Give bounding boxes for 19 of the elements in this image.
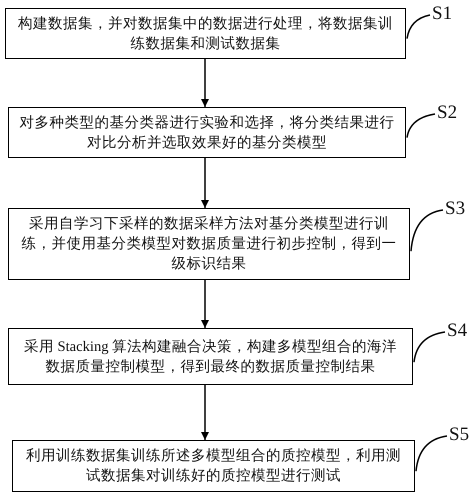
- step-label: S4: [447, 320, 468, 342]
- leader-line: [406, 14, 430, 39]
- arrow: [201, 59, 209, 107]
- leader-line: [413, 331, 446, 362]
- arrow: [201, 158, 209, 208]
- arrow: [201, 385, 209, 440]
- leader-line: [410, 209, 444, 252]
- step-label: S1: [432, 3, 452, 25]
- step-box: 采用自学习下采样的数据采样方法对基分类模型进行训练，并使用基分类模型对数据质量进行初步控制，得到一级标识结果: [8, 208, 410, 280]
- leader-line: [406, 113, 436, 138]
- step-box: 对多种类型的基分类器进行实验和选择，将分类结果进行对比分析并选取效果好的基分类模型: [8, 107, 406, 158]
- leader-line: [415, 435, 448, 472]
- step-label: S3: [445, 198, 466, 220]
- step-box: 构建数据集，并对数据集中的数据进行处理，将数据集训练数据集和测试数据集: [5, 8, 406, 59]
- step-label: S2: [437, 102, 458, 124]
- step-label: S5: [449, 424, 470, 446]
- step-box: 利用训练数据集训练所述多模型组合的质控模型，利用测试数据集对训练好的质控模型进行测试: [12, 440, 415, 492]
- step-box: 采用 Stacking 算法构建融合决策，构建多模型组合的海洋数据质量控制模型，得到最终的数据质量控制结果: [8, 328, 413, 385]
- arrow: [201, 280, 209, 328]
